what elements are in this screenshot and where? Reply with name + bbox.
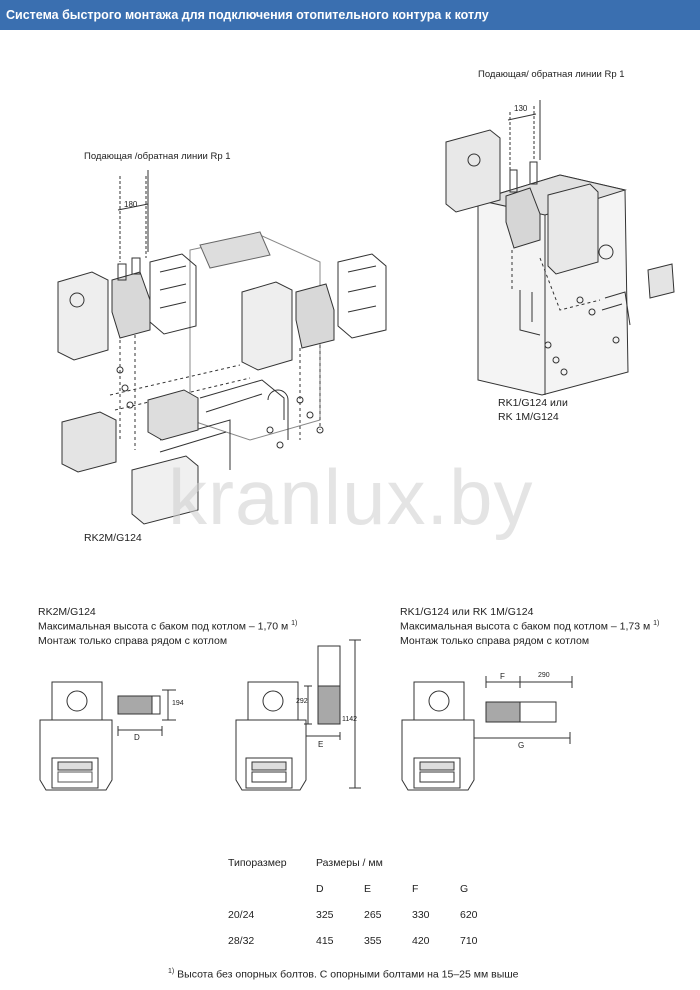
s3-g-label: G: [518, 741, 525, 750]
left-dim-label: 180: [124, 200, 138, 209]
cell-d: 325: [316, 909, 334, 921]
notes-left-line1: RK2M/G124: [38, 606, 96, 618]
cell-e: 355: [364, 935, 382, 947]
notes-left-footnote-mark: 1): [291, 620, 298, 627]
schematic-1: [39, 681, 176, 791]
s1-d-label: D: [134, 733, 140, 742]
col-type-header: Типоразмер: [228, 857, 287, 869]
right-supply-label: Подающая/ обратная линии Rp 1: [478, 69, 625, 80]
watermark: kranlux.by: [168, 453, 534, 541]
table-subheader-row: D E F G: [228, 876, 508, 902]
cell-g: 620: [460, 909, 478, 921]
s2-h-label: 1142: [342, 716, 358, 723]
cell-g: 710: [460, 935, 478, 947]
notes-right-line3: Монтаж только справа рядом с котлом: [400, 635, 590, 647]
notes-right-line1: RK1/G124 или RK 1M/G124: [400, 606, 534, 618]
footnote: 1) Высота без опорных болтов. С опорными…: [168, 968, 519, 981]
schematic-3: [401, 676, 573, 791]
notes-left-line2-text: Максимальная высота с баком под котлом –…: [38, 620, 289, 633]
schematic-2: [235, 639, 361, 791]
s3-w-label: 290: [538, 672, 550, 679]
right-model-line2: RK 1M/G124: [498, 411, 559, 423]
col-e-header: E: [364, 883, 372, 895]
notes-right-line2: Максимальная высота с баком под котлом –…: [400, 620, 659, 633]
notes-left-line2: Максимальная высота с баком под котлом –…: [38, 620, 297, 633]
cell-d: 415: [316, 935, 334, 947]
page-header: Система быстрого монтажа для подключения…: [0, 0, 700, 30]
row-type: 28/32: [228, 935, 255, 947]
cell-e: 265: [364, 909, 382, 921]
notes-left-line3: Монтаж только справа рядом с котлом: [38, 635, 228, 647]
notes-right-footnote-mark: 1): [653, 620, 660, 627]
notes-right-line2-text: Максимальная высота с баком под котлом –…: [400, 620, 651, 633]
table-row: 20/24 325 265 330 620: [228, 902, 508, 928]
col-f-header: F: [412, 883, 419, 895]
right-exploded-diagram: [445, 100, 675, 396]
footnote-text: Высота без опорных болтов. С опорными бо…: [177, 968, 519, 981]
dimensions-table: Типоразмер Размеры / мм D E F G 20/24 32…: [228, 850, 508, 954]
s2-a-label: 292: [296, 698, 308, 705]
col-dims-header: Размеры / мм: [316, 857, 383, 869]
cell-f: 330: [412, 909, 430, 921]
s3-f-label: F: [500, 672, 505, 681]
left-model-label: RK2M/G124: [84, 532, 142, 544]
table-header-row: Типоразмер Размеры / мм: [228, 850, 508, 876]
s1-height-label: 194: [172, 700, 184, 707]
left-exploded-diagram: [57, 170, 387, 525]
footnote-mark: 1): [168, 968, 175, 975]
s2-e-label: E: [318, 740, 324, 749]
table-row: 28/32 415 355 420 710: [228, 928, 508, 954]
left-supply-label: Подающая /обратная линии Rp 1: [84, 151, 231, 162]
row-type: 20/24: [228, 909, 255, 921]
col-g-header: G: [460, 883, 469, 895]
right-model-line1: RK1/G124 или: [498, 397, 568, 409]
right-dim-label: 130: [514, 104, 528, 113]
col-d-header: D: [316, 883, 324, 895]
cell-f: 420: [412, 935, 430, 947]
